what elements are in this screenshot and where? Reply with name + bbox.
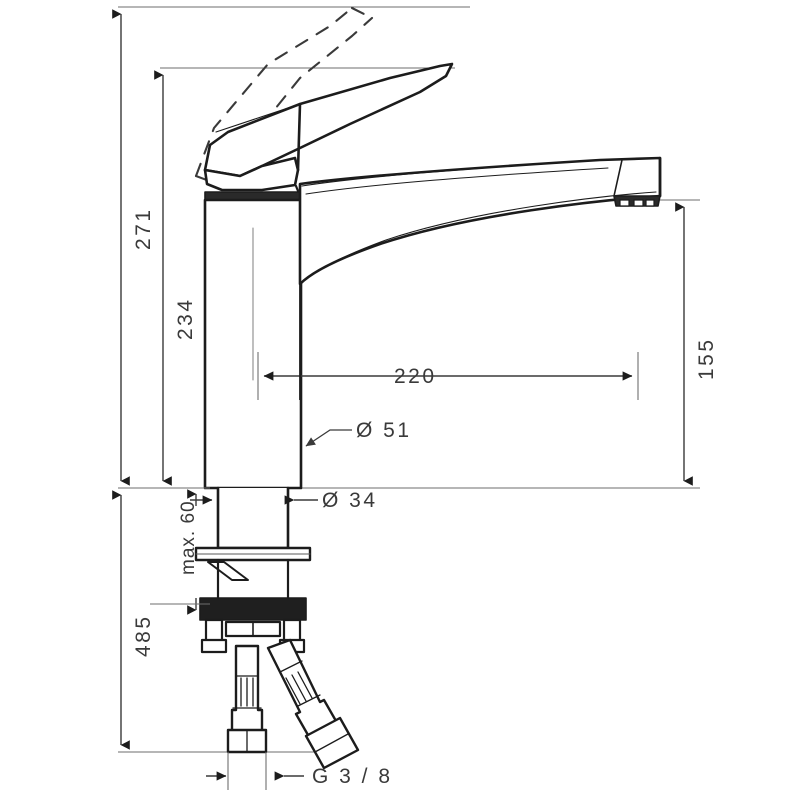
dimension-label-485: 485 xyxy=(132,614,155,657)
dimension-label-max-60: max. 60 xyxy=(178,500,199,575)
body xyxy=(203,198,303,490)
dimension-label-diameter-34: Ø 34 xyxy=(322,489,378,512)
dimension-label-thread-g38: G 3 / 8 xyxy=(312,765,393,788)
dim-d51-leader xyxy=(305,429,352,447)
dimension-label-234: 234 xyxy=(174,297,197,340)
dimension-label-220: 220 xyxy=(394,365,437,388)
supply-hose-right xyxy=(266,638,360,770)
dimension-label-271: 271 xyxy=(132,207,155,250)
swivel-spout xyxy=(298,156,662,286)
aerator xyxy=(613,195,661,207)
faucet-outline xyxy=(194,6,662,770)
base-plate xyxy=(194,546,312,600)
dimension-lines xyxy=(112,9,693,790)
supply-hose-left xyxy=(226,644,268,754)
shank xyxy=(216,486,290,550)
lever-handle xyxy=(203,62,454,198)
gasket xyxy=(199,597,307,621)
dimension-label-155: 155 xyxy=(695,337,718,380)
dimension-label-diameter-51: Ø 51 xyxy=(356,419,412,442)
